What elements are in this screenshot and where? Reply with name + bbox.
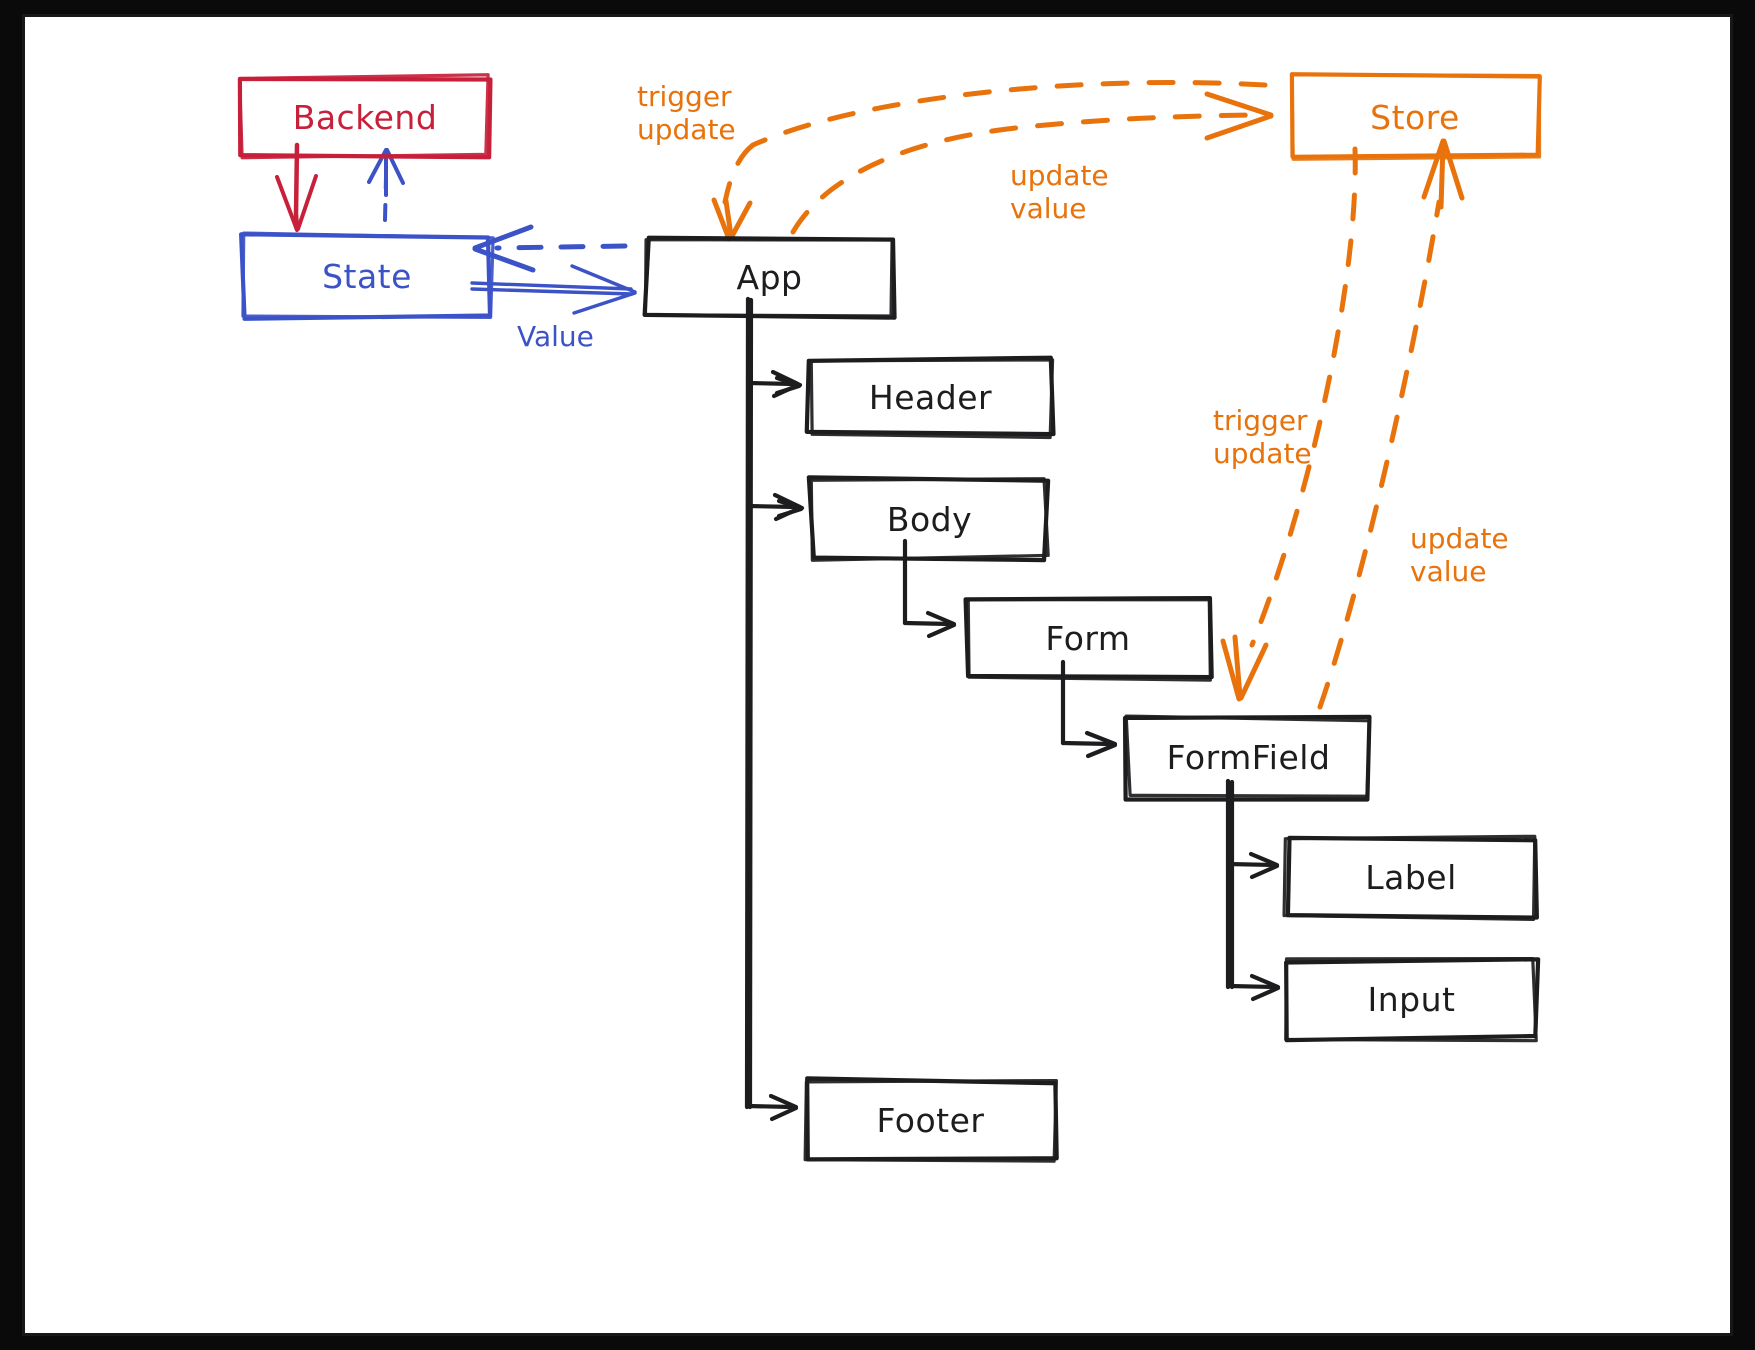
node-label-store: Store — [1370, 97, 1460, 137]
node-outline-input — [1284, 956, 1541, 1043]
node-outline-store — [1289, 72, 1542, 161]
edge-app-to-body — [745, 492, 805, 522]
node-outline-formfield — [1122, 714, 1372, 802]
node-outline-backend — [237, 73, 493, 160]
node-outline-form — [963, 595, 1214, 682]
node-form[interactable]: Form — [963, 595, 1214, 682]
edge-formfield-to-input — [1227, 973, 1281, 1002]
node-label-state: State — [322, 256, 412, 296]
node-label-form: Form — [1045, 618, 1131, 658]
node-label-app: App — [736, 257, 803, 297]
edge-app-to-footer — [745, 1093, 799, 1122]
edge-formfield-to-label — [1225, 851, 1280, 880]
edge-app-trunk — [744, 296, 754, 1110]
node-backend[interactable]: Backend — [237, 73, 493, 160]
node-header[interactable]: Header — [804, 355, 1056, 440]
annotation-update-value-field: update value — [1410, 522, 1509, 589]
node-formfield[interactable]: FormField — [1122, 714, 1372, 802]
node-footer[interactable]: Footer — [803, 1076, 1059, 1163]
node-store[interactable]: Store — [1289, 72, 1542, 161]
annotation-value-state-app: Value — [517, 320, 594, 353]
node-app[interactable]: App — [642, 235, 897, 320]
node-outline-label — [1282, 834, 1539, 921]
edge-formfield-to-store — [1317, 138, 1465, 710]
edge-formfield-trunk — [1225, 778, 1235, 990]
node-state[interactable]: State — [239, 231, 495, 321]
node-label-label: Label — [1365, 858, 1457, 897]
edge-app-to-header — [745, 369, 803, 399]
edge-store-to-app — [711, 80, 1268, 242]
node-outline-app — [642, 235, 897, 320]
node-outline-footer — [803, 1076, 1059, 1163]
node-label-body: Body — [886, 499, 973, 539]
node-label[interactable]: Label — [1282, 834, 1539, 921]
node-label-backend: Backend — [292, 97, 438, 137]
annotation-trigger-update-field: trigger update — [1213, 404, 1312, 471]
annotation-update-value-store: update value — [1010, 159, 1109, 226]
node-input[interactable]: Input — [1284, 956, 1541, 1043]
node-label-input: Input — [1367, 980, 1456, 1019]
node-label-footer: Footer — [876, 1100, 985, 1140]
annotation-trigger-update-app: trigger update — [637, 80, 736, 147]
node-outline-body — [806, 475, 1051, 563]
node-outline-header — [804, 355, 1056, 440]
node-body[interactable]: Body — [806, 475, 1051, 563]
node-label-formfield: FormField — [1166, 738, 1331, 777]
node-outline-state — [239, 231, 495, 321]
node-label-header: Header — [868, 377, 993, 417]
